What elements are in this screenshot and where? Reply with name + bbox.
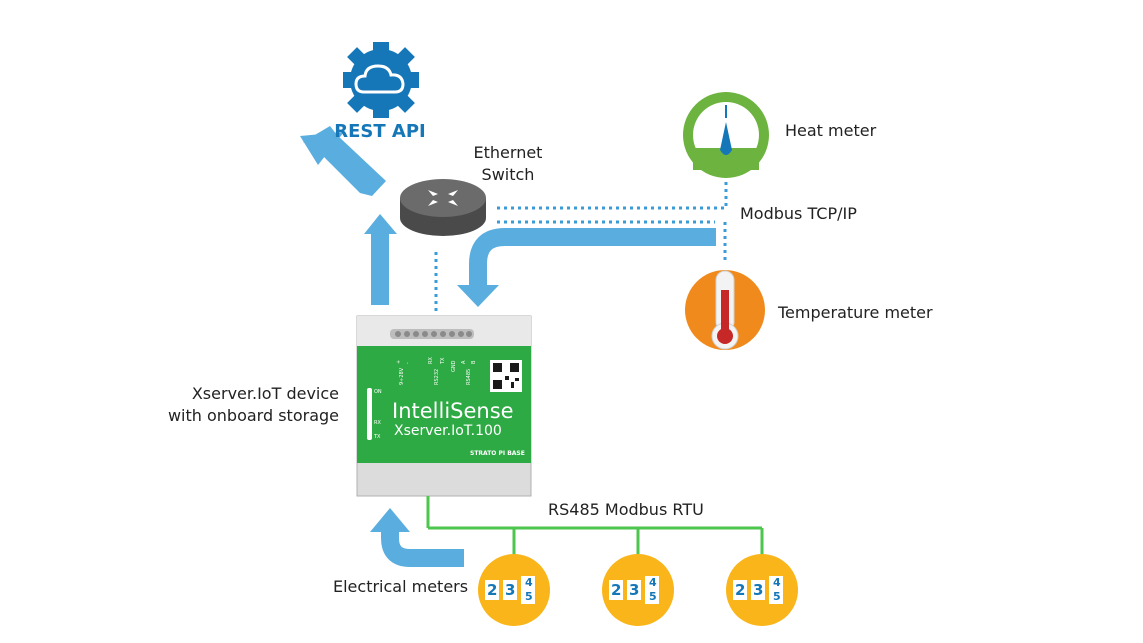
meter-1-digit-3: 3	[505, 581, 516, 599]
meter-2-digit-4: 4	[649, 576, 657, 589]
meter-2-digit-2: 2	[611, 581, 622, 599]
gauge-icon	[683, 92, 769, 178]
led-tx-label: TX	[374, 434, 381, 440]
ethernet-switch-label: Ethernet Switch	[468, 142, 548, 186]
meter-3-digit-3: 3	[753, 581, 764, 599]
meter-1-digit-4: 4	[525, 576, 533, 589]
meter-3-digit-2: 2	[735, 581, 746, 599]
pin-a: A	[461, 360, 467, 364]
electrical-meters-label: Electrical meters	[333, 577, 469, 596]
pin-rs232-rx: RX	[428, 357, 434, 364]
pin-minus: -	[405, 362, 411, 364]
heat-meter-label: Heat meter	[785, 121, 877, 140]
router-icon	[400, 179, 486, 236]
pin-rs232-tx: TX	[440, 357, 446, 364]
device-title: IntelliSense	[392, 399, 514, 423]
arrow-modbus-to-device	[457, 228, 716, 307]
led-rx-label: RX	[374, 420, 381, 426]
pin-rs485-label: RS485	[466, 368, 472, 385]
pin-gnd: GND	[451, 360, 457, 372]
rest-api-label: REST API	[334, 121, 426, 142]
meter-3-digits: 2 3 4 5	[733, 576, 783, 608]
meter-2-digits: 2 3 4 5	[609, 576, 659, 608]
meter-3-digit-4: 4	[773, 576, 781, 589]
device-caption: Xserver.IoT device with onboard storage	[150, 383, 339, 427]
pin-plus: +	[396, 359, 402, 364]
modbus-tcp-label: Modbus TCP/IP	[740, 204, 857, 223]
pin-power-range: 9÷28V	[399, 367, 405, 385]
led-on-label: ON	[374, 389, 382, 395]
arrow-device-to-switch	[364, 214, 397, 305]
cloud-gear-icon	[343, 42, 419, 118]
ethernet-switch-label-line1: Ethernet	[473, 143, 543, 162]
device-brand: STRATO PI BASE	[470, 450, 525, 457]
meter-3-digit-5: 5	[773, 590, 781, 603]
meter-1-digit-2: 2	[487, 581, 498, 599]
arrow-to-rest-api	[300, 126, 386, 196]
meter-2-digit-3: 3	[629, 581, 640, 599]
meter-2-digit-5: 5	[649, 590, 657, 603]
electrical-meter-1	[478, 554, 550, 626]
ethernet-dotted-lines	[434, 175, 728, 312]
pin-rs232-label: RS232	[434, 368, 440, 385]
device-caption-line1: Xserver.IoT device	[191, 384, 339, 403]
rs485-label: RS485 Modbus RTU	[548, 500, 704, 519]
temperature-meter-label: Temperature meter	[778, 303, 933, 322]
device-subtitle: Xserver.IoT.100	[394, 423, 502, 439]
rs485-bus	[426, 496, 764, 556]
electrical-meter-3	[726, 554, 798, 626]
xserver-device	[356, 315, 532, 497]
meter-1-digit-5: 5	[525, 590, 533, 603]
ethernet-switch-label-line2: Switch	[481, 165, 535, 184]
device-caption-line2: with onboard storage	[167, 406, 339, 425]
thermometer-icon	[685, 270, 765, 350]
meter-1-digits: 2 3 4 5	[485, 576, 535, 608]
electrical-meter-2	[602, 554, 674, 626]
arrow-meters-to-device	[370, 508, 464, 567]
pin-b: B	[471, 360, 477, 364]
